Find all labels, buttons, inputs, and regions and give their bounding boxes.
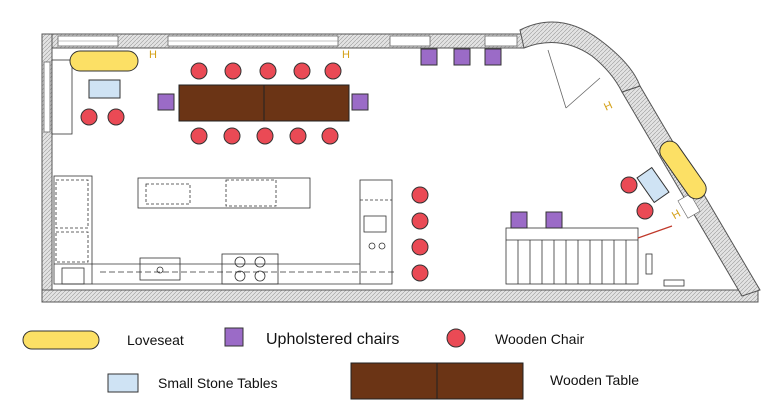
legend-wooden-table-left [350,362,438,400]
legend-wooden-chair-swatch [446,328,466,348]
wooden-table-left-half [178,84,265,122]
loveseat-top-left [69,50,139,72]
legend-small-stone-tables-label: Small Stone Tables [158,375,278,391]
upholstered-chair-table-left [157,93,175,111]
wooden-table-right-half [263,84,350,122]
svg-text:H: H [149,49,157,61]
wooden-chair [293,62,311,80]
legend [22,327,524,400]
legend-wooden-chair-label: Wooden Chair [495,331,585,347]
wooden-chair [190,127,208,145]
wall-bench [51,59,73,135]
wooden-chair [107,108,125,126]
kitchen-fixtures [53,175,395,285]
upholstered-chair-stairs-1 [510,211,528,229]
loveseat-right [659,140,707,200]
wooden-chair [190,62,208,80]
legend-loveseat-label: Loveseat [127,332,184,348]
svg-text:H: H [670,208,683,222]
upholstered-chair-top-1 [420,48,438,66]
wooden-chair [636,202,654,220]
staircase [505,227,685,287]
upholstered-chair-stairs-2 [545,211,563,229]
wooden-chair [321,127,339,145]
legend-upholstered-chairs-label: Upholstered chairs [266,331,400,348]
wooden-chair [411,212,429,230]
wooden-chair [411,264,429,282]
svg-text:H: H [602,99,614,113]
legend-stone-table-swatch [107,373,139,393]
upholstered-chair-table-right [351,93,369,111]
wooden-chair [80,108,98,126]
wooden-chair [256,127,274,145]
legend-wooden-table-right [436,362,524,400]
wooden-chair [259,62,277,80]
svg-text:H: H [342,49,350,61]
stone-table-right [636,166,670,204]
stone-table-left [88,79,121,99]
wooden-chair [223,127,241,145]
wooden-chair [620,176,638,194]
legend-upholstered-swatch [224,327,244,347]
upholstered-chair-top-3 [484,48,502,66]
wooden-chair [289,127,307,145]
stair-rail [637,225,673,239]
wooden-chair [411,238,429,256]
wooden-chair [411,186,429,204]
wooden-chair [224,62,242,80]
upholstered-chair-top-2 [453,48,471,66]
legend-loveseat-swatch [22,330,100,350]
wooden-chair [324,62,342,80]
legend-wooden-table-label: Wooden Table [550,372,639,388]
